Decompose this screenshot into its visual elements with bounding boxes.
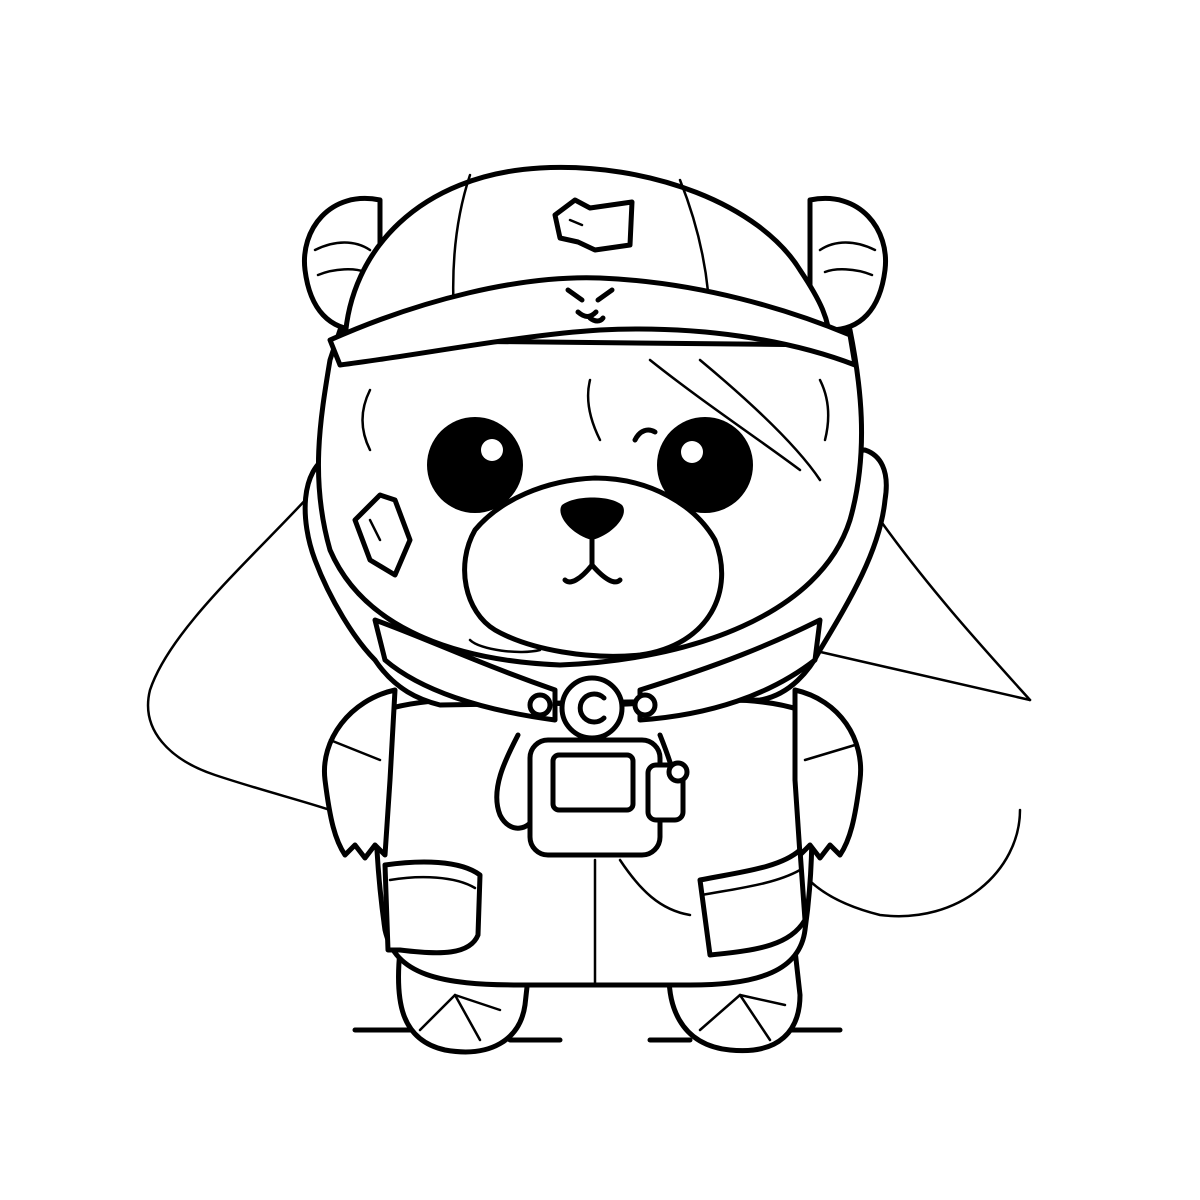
pockets	[382, 847, 808, 958]
camera	[494, 732, 690, 858]
arms	[321, 687, 864, 861]
cape	[146, 493, 1032, 918]
helmet	[327, 164, 858, 368]
head	[315, 327, 865, 668]
collar	[372, 617, 823, 741]
